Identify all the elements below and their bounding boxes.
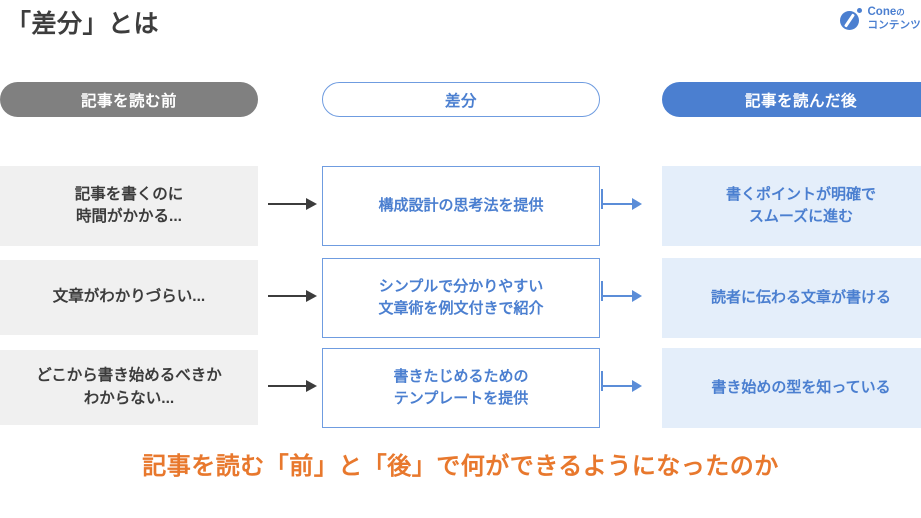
arrow-head bbox=[632, 198, 642, 210]
after-cell: 書くポイントが明確で スムーズに進む bbox=[662, 166, 921, 246]
arrow-diff-to-after-icon bbox=[601, 281, 642, 302]
page-title: 「差分」とは bbox=[6, 10, 160, 38]
before-cell: どこから書き始めるべきか わからない... bbox=[0, 350, 258, 425]
arrow-before-to-diff-icon bbox=[268, 198, 317, 210]
after-cell-text: 書き始めの型を知っている bbox=[711, 377, 890, 399]
before-line-2: わからない... bbox=[83, 389, 175, 407]
arrow-stub bbox=[601, 281, 603, 301]
diff-line-1: 書きたじめるための bbox=[393, 368, 529, 386]
diff-line-1: シンプルで分かりやすい bbox=[378, 278, 544, 296]
diff-cell: 書きたじめるための テンプレートを提供 bbox=[322, 348, 600, 428]
column-header-diff: 差分 bbox=[322, 82, 600, 117]
before-cell-text: どこから書き始めるべきか わからない... bbox=[36, 365, 222, 410]
arrow-before-to-diff-icon bbox=[268, 380, 317, 392]
before-line-1: 記事を書くのに bbox=[74, 185, 184, 203]
arrow-head bbox=[306, 198, 317, 210]
brand-particle: の bbox=[896, 7, 905, 17]
diff-cell-text: 構成設計の思考法を提供 bbox=[378, 195, 543, 217]
arrow-shaft bbox=[602, 295, 632, 297]
arrow-shaft bbox=[602, 203, 632, 205]
footer-caption: 記事を読む「前」と「後」で何ができるようになったのか bbox=[142, 453, 779, 480]
logo-dot bbox=[856, 7, 862, 13]
after-cell-text: 読者に伝わる文章が書ける bbox=[711, 287, 891, 309]
before-cell: 文章がわかりづらい... bbox=[0, 260, 258, 335]
arrow-head bbox=[306, 380, 317, 392]
diff-cell: シンプルで分かりやすい 文章術を例文付きで紹介 bbox=[322, 258, 600, 338]
after-cell: 読者に伝わる文章が書ける bbox=[662, 258, 921, 338]
diff-cell-text: 書きたじめるための テンプレートを提供 bbox=[393, 366, 528, 410]
after-line-1: 書き始めの型を知っている bbox=[711, 379, 891, 397]
diff-line-2: テンプレートを提供 bbox=[393, 390, 529, 407]
after-line-1: 読者に伝わる文章が書ける bbox=[710, 289, 891, 307]
column-header-row: 記事を読む前 差分 記事を読んだ後 bbox=[0, 82, 921, 120]
arrow-head bbox=[306, 290, 317, 302]
diff-cell-text: シンプルで分かりやすい 文章術を例文付きで紹介 bbox=[378, 276, 543, 320]
brand-line-1: Coneの bbox=[868, 6, 921, 19]
arrow-diff-to-after-icon bbox=[601, 189, 642, 210]
cone-logo-icon bbox=[839, 7, 862, 30]
before-line-2: 時間がかかる... bbox=[76, 208, 182, 225]
arrow-diff-to-after-icon bbox=[601, 371, 642, 392]
column-header-after: 記事を読んだ後 bbox=[662, 82, 921, 117]
brand-name: Cone bbox=[867, 6, 897, 18]
after-cell: 書き始めの型を知っている bbox=[662, 348, 921, 428]
before-line-1: 文章がわかりづらい... bbox=[52, 288, 206, 306]
before-cell-text: 文章がわかりづらい... bbox=[53, 286, 205, 308]
arrow-shaft bbox=[268, 295, 306, 297]
arrow-before-to-diff-icon bbox=[268, 290, 317, 302]
arrow-shaft bbox=[268, 203, 306, 205]
arrow-shaft bbox=[268, 385, 306, 387]
arrow-stub bbox=[601, 371, 603, 391]
arrow-head bbox=[632, 290, 642, 302]
arrow-shaft bbox=[602, 385, 632, 387]
before-cell-text: 記事を書くのに 時間がかかる... bbox=[75, 184, 184, 229]
arrow-stub bbox=[601, 189, 603, 209]
after-line-1: 書くポイントが明確で bbox=[725, 186, 876, 204]
brand-text: Coneの コンテンツ bbox=[868, 6, 921, 31]
diff-line-2: 文章術を例文付きで紹介 bbox=[378, 300, 544, 317]
diff-line-1: 構成設計の思考法を提供 bbox=[378, 197, 544, 215]
brand-logo: Coneの コンテンツ bbox=[839, 6, 921, 31]
comparison-board: 記事を読む前 差分 記事を読んだ後 記事を書くのに 時間がかかる... 構成設計… bbox=[0, 82, 921, 428]
after-cell-text: 書くポイントが明確で スムーズに進む bbox=[726, 184, 876, 228]
before-cell: 記事を書くのに 時間がかかる... bbox=[0, 166, 258, 246]
column-header-before: 記事を読む前 bbox=[0, 82, 258, 117]
before-line-1: どこから書き始めるべきか bbox=[36, 367, 222, 385]
after-line-2: スムーズに進む bbox=[748, 208, 854, 225]
arrow-head bbox=[632, 380, 642, 392]
diff-cell: 構成設計の思考法を提供 bbox=[322, 166, 600, 246]
brand-line-2: コンテンツ bbox=[867, 19, 921, 32]
